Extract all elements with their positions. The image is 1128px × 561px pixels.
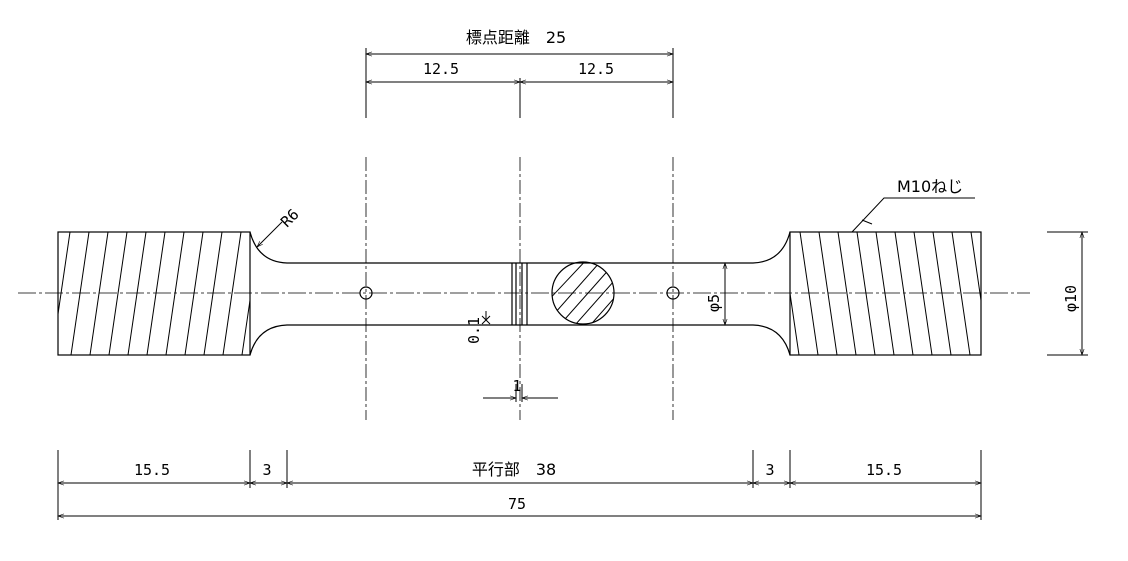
top-dimensions xyxy=(365,48,674,118)
thread-hatch-right xyxy=(790,232,981,355)
half-right-label: 12.5 xyxy=(578,60,614,78)
grip-left-label: 15.5 xyxy=(134,461,170,479)
radius-label: R6 xyxy=(277,205,303,231)
parallel-label: 平行部 38 xyxy=(472,460,556,479)
groove-width-dim xyxy=(483,384,558,402)
dia-small-label: φ5 xyxy=(705,294,723,312)
thread-label: M10ねじ xyxy=(897,177,963,196)
radius-leader xyxy=(256,221,283,248)
dia-large-dim xyxy=(1047,231,1088,356)
grip-right-label: 15.5 xyxy=(866,461,902,479)
gauge-length-label: 標点距離 25 xyxy=(466,28,566,47)
center-lines xyxy=(18,157,1030,420)
half-left-label: 12.5 xyxy=(423,60,459,78)
left-grip xyxy=(57,231,251,356)
groove-depth-label: 0.1 xyxy=(465,317,483,344)
thread-leader xyxy=(851,197,975,233)
section-hatch xyxy=(552,262,614,324)
fillet-right-label: 3 xyxy=(765,461,774,479)
specimen-outline xyxy=(57,231,982,356)
thread-hatch-left xyxy=(58,232,250,355)
groove-depth-dim xyxy=(481,311,491,325)
bottom-dimensions xyxy=(57,450,982,520)
groove-width-label: 1 xyxy=(512,377,521,395)
dia-large-label: φ10 xyxy=(1062,285,1080,312)
total-length-label: 75 xyxy=(508,495,526,513)
fillet-left-label: 3 xyxy=(262,461,271,479)
thread-leader-tick xyxy=(861,219,873,225)
